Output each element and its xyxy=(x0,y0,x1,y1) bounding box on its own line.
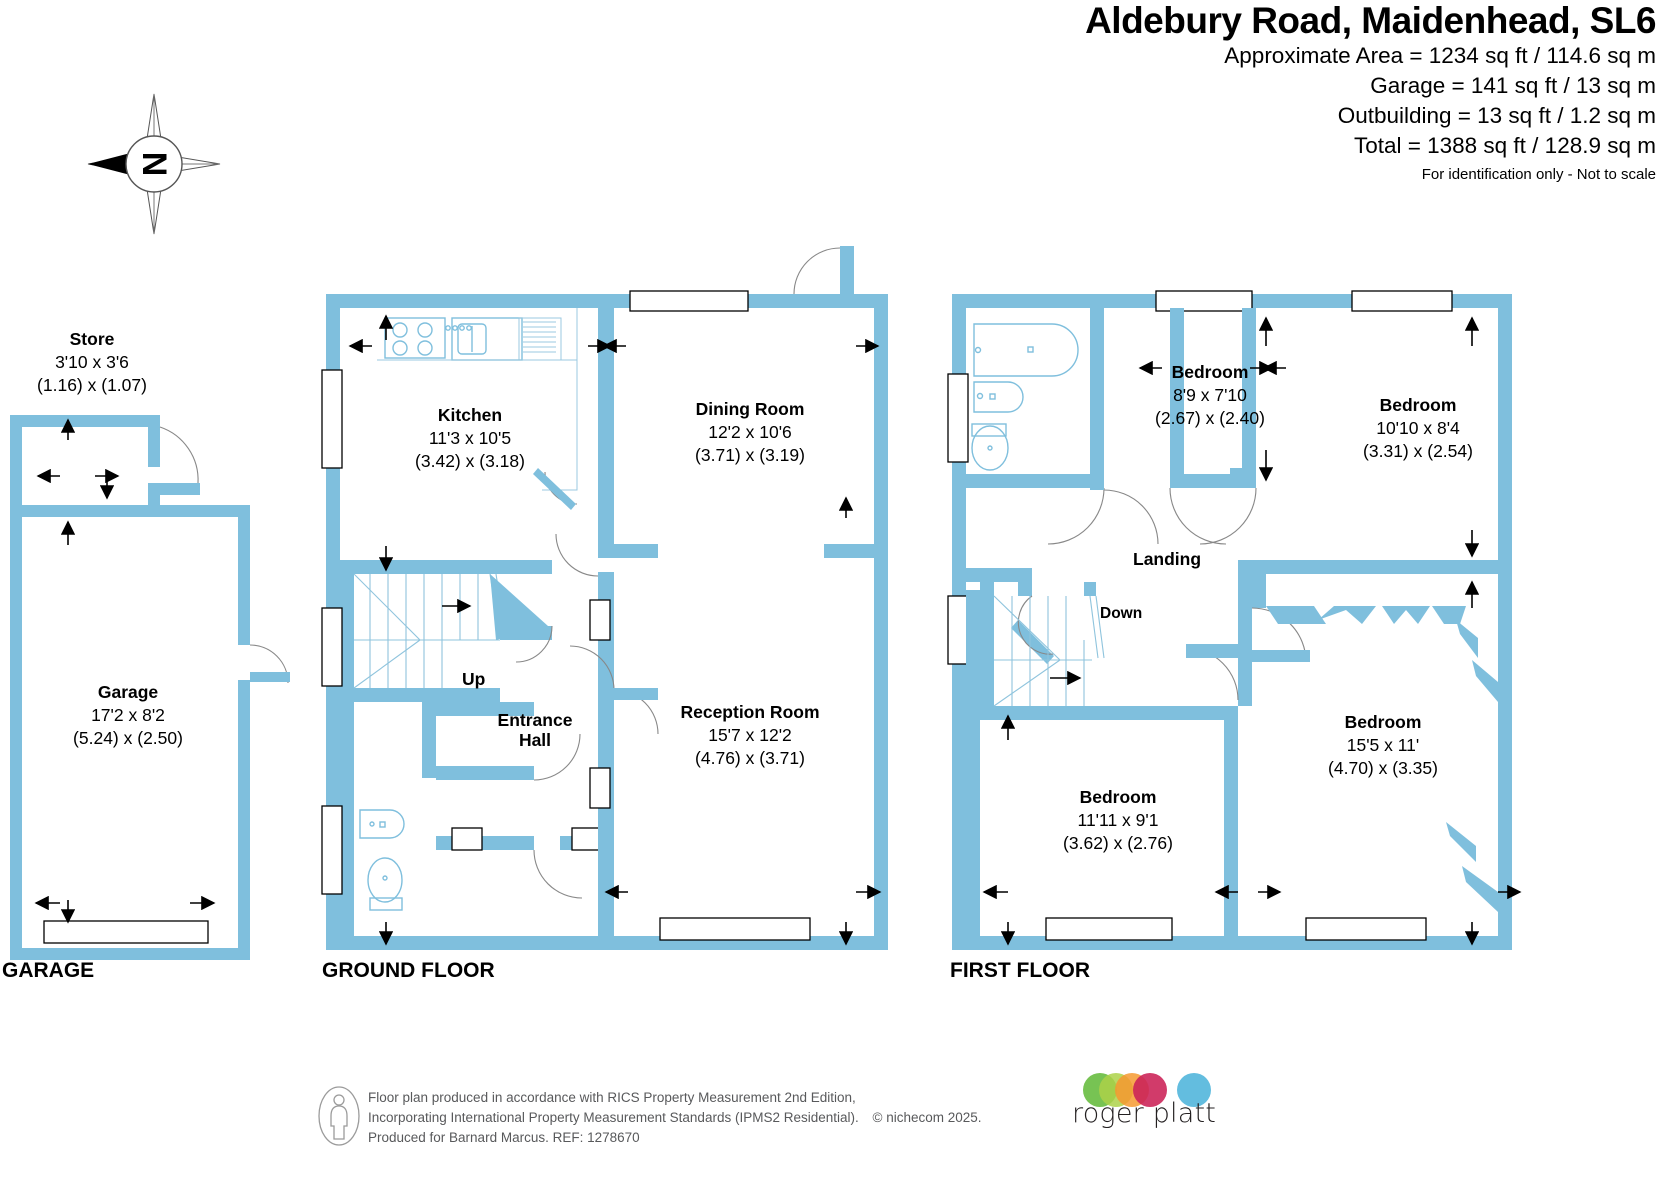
roger-platt-logo-dots xyxy=(1083,1073,1211,1107)
footer-disclaimer: Floor plan produced in accordance with R… xyxy=(368,1088,982,1148)
room-label-kitchen: Kitchen 11'3 x 10'5 (3.42) x (3.18) xyxy=(415,405,525,471)
garage-plan xyxy=(10,415,290,960)
accessibility-person-icon xyxy=(318,1086,360,1146)
first-floor-plan xyxy=(947,290,1522,950)
label-stairs-down: Down xyxy=(1100,605,1143,622)
room-label-bedroom-1: Bedroom 8'9 x 7'10 (2.67) x (2.40) xyxy=(1155,362,1265,428)
area-line-garage: Garage = 141 sq ft / 13 sq m xyxy=(1370,73,1656,99)
roger-platt-logo-text: roger platt xyxy=(1072,1098,1217,1129)
page-title: Aldebury Road, Maidenhead, SL6 xyxy=(1085,0,1656,41)
room-label-bedroom-3: Bedroom 15'5 x 11' (4.70) x (3.35) xyxy=(1328,712,1438,778)
room-label-reception-room: Reception Room 15'7 x 12'2 (4.76) x (3.7… xyxy=(680,702,820,768)
floor-caption-first: FIRST FLOOR xyxy=(950,959,1090,982)
area-line-approximate: Approximate Area = 1234 sq ft / 114.6 sq… xyxy=(1224,43,1656,69)
room-label-dining-room: Dining Room 12'2 x 10'6 (3.71) x (3.19) xyxy=(695,399,805,465)
compass-north-label: N xyxy=(135,152,173,177)
label-entrance-hall-line2: Hall xyxy=(518,730,552,750)
footer-line-3: Produced for Barnard Marcus. REF: 127867… xyxy=(368,1129,640,1145)
area-line-outbuilding: Outbuilding = 13 sq ft / 1.2 sq m xyxy=(1337,102,1656,128)
room-label-bedroom-4: Bedroom 11'11 x 9'1 (3.62) x (2.76) xyxy=(1063,787,1173,853)
room-label-garage: Garage 17'2 x 8'2 (5.24) x (2.50) xyxy=(73,682,183,748)
label-stairs-up: Up xyxy=(462,669,486,689)
footer-line-1: Floor plan produced in accordance with R… xyxy=(368,1090,856,1105)
compass-rose: N xyxy=(84,88,224,240)
floor-caption-ground: GROUND FLOOR xyxy=(322,959,495,982)
header-block: Aldebury Road, Maidenhead, SL6 Approxima… xyxy=(1085,0,1656,183)
footer-line-2-wrap: Incorporating International Property Mea… xyxy=(368,1108,982,1128)
label-landing: Landing xyxy=(1133,549,1202,569)
footer-line-2: Incorporating International Property Mea… xyxy=(368,1109,859,1125)
room-label-bedroom-2: Bedroom 10'10 x 8'4 (3.31) x (2.54) xyxy=(1363,395,1473,461)
scale-disclaimer: For identification only - Not to scale xyxy=(1421,166,1656,184)
ground-floor-plan xyxy=(321,246,888,950)
room-label-store: Store 3'10 x 3'6 (1.16) x (1.07) xyxy=(37,329,147,395)
label-entrance-hall-line1: Entrance xyxy=(497,710,573,730)
footer-copyright: © nichecom 2025. xyxy=(872,1109,982,1125)
floor-caption-garage: GARAGE xyxy=(2,959,95,982)
area-line-total: Total = 1388 sq ft / 128.9 sq m xyxy=(1353,132,1656,158)
